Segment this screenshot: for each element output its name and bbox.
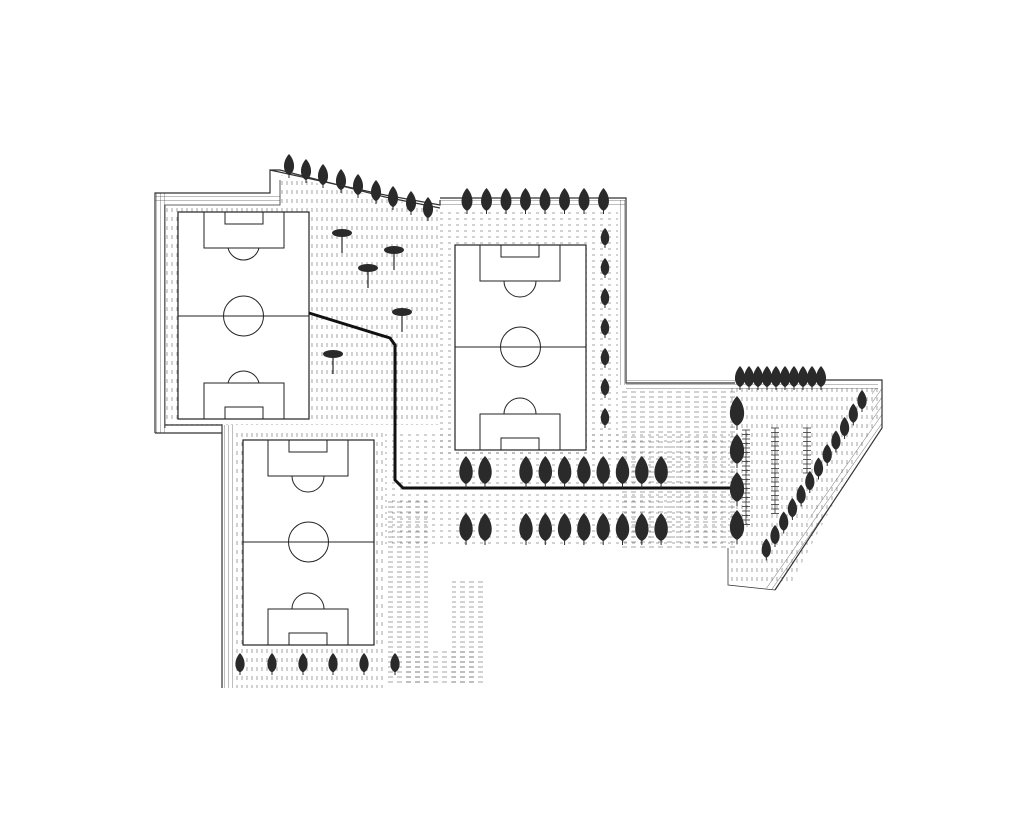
cypress-tree-icon [615,456,630,488]
umbrella-pine-icon [323,350,343,374]
lower-patch-3 [405,650,475,685]
cypress-tree-icon [839,417,850,439]
cypress-tree-icon [519,456,533,488]
cypress-tree-icon [815,366,827,390]
cypress-tree-icon [805,471,815,493]
west-wall [155,193,165,433]
pitch-northwest [177,211,310,420]
cypress-tree-icon [729,472,745,506]
cypress-tree-icon [831,430,841,453]
cypress-tree-icon [352,174,364,198]
cypress-tree-icon [300,159,312,183]
cypress-tree-icon [635,513,649,545]
cypress-tree-icon [600,318,610,338]
parking-area-ground [730,385,878,585]
main-path [308,311,735,490]
cypress-tree-icon [283,154,295,178]
cypress-tree-icon [598,188,609,214]
umbrella-pine-icon [384,246,404,270]
cypress-tree-icon [600,408,610,428]
cypress-tree-icon [559,188,570,214]
cypress-tree-icon [235,653,245,675]
cypress-tree-icon [787,498,798,520]
cypress-tree-icon [461,188,473,214]
east-diagonal-wall [765,388,882,590]
cypress-tree-icon [743,366,755,390]
cypress-tree-icon [600,378,610,398]
pitch-northeast [454,244,587,451]
cypress-tree-icon [359,653,369,675]
cypress-tree-icon [577,513,591,545]
cypress-tree-icon [729,396,745,430]
cypress-tree-icon [557,513,572,545]
cypress-tree-icon [459,456,473,488]
pitch-southwest [242,439,375,646]
cypress-tree-icon [797,366,809,390]
cypress-tree-icon [770,525,780,547]
cypress-tree-icon [788,366,800,390]
cypress-tree-icon [578,188,590,214]
cypress-tree-icon [806,366,818,390]
cypress-tree-icon [481,188,492,214]
cypress-tree-icon [478,456,492,488]
cypress-tree-icon [761,538,771,561]
parking-column-2 [771,427,779,514]
cypress-tree-icon [596,513,610,545]
cypress-tree-icon [813,457,824,480]
cypress-tree-icon [729,510,745,544]
cypress-tree-icon [600,288,610,308]
cypress-tree-icon [370,180,382,204]
cypress-tree-icon [857,390,867,412]
cypress-tree-icon [387,186,399,210]
cypress-tree-icon [335,169,347,193]
cypress-tree-icon [328,653,338,675]
cypress-tree-icon [729,434,745,468]
cypress-tree-icon [654,456,668,488]
cypress-tree-icon [635,456,649,488]
north-wall [155,193,280,203]
cypress-tree-icon [600,258,610,278]
cypress-tree-icon [577,456,591,488]
cypress-tree-icon [317,164,329,188]
trees [235,154,867,675]
umbrella-pine-icon [332,229,352,253]
cypress-tree-icon [519,513,533,545]
cypress-tree-icon [422,197,434,221]
cypress-tree-icon [752,366,764,390]
parking-stalls [742,427,811,525]
lower-west-wall [222,425,233,688]
parking-column-1 [742,429,750,525]
middle-east-wall [617,200,626,385]
cypress-tree-icon [796,484,806,507]
cypress-tree-icon [539,188,551,214]
cypress-tree-icon [779,511,789,534]
cypress-tree-icon [654,513,668,545]
cypress-tree-icon [557,456,572,488]
cypress-tree-icon [600,228,610,248]
cypress-tree-icon [500,188,512,214]
cypress-tree-icon [405,191,417,215]
umbrella-pine-icon [358,264,378,288]
middle-north-wall [440,198,625,208]
cypress-tree-icon [538,513,553,545]
cypress-tree-icon [848,403,858,426]
cypress-tree-icon [459,513,473,545]
cypress-tree-icon [822,444,832,466]
cypress-tree-icon [520,188,531,214]
parking-column-3 [803,427,811,474]
cypress-tree-icon [298,653,308,675]
cypress-tree-icon [600,348,610,368]
cypress-tree-icon [779,366,791,390]
cypress-tree-icon [538,456,553,488]
cypress-tree-icon [761,366,773,390]
cypress-tree-icon [596,456,610,488]
cypress-tree-icon [267,653,277,675]
cypress-tree-icon [478,513,492,545]
cypress-tree-icon [390,653,400,675]
cypress-tree-icon [734,366,746,390]
cypress-tree-icon [770,366,782,390]
cypress-tree-icon [615,513,630,545]
umbrella-pine-icon [392,308,412,332]
